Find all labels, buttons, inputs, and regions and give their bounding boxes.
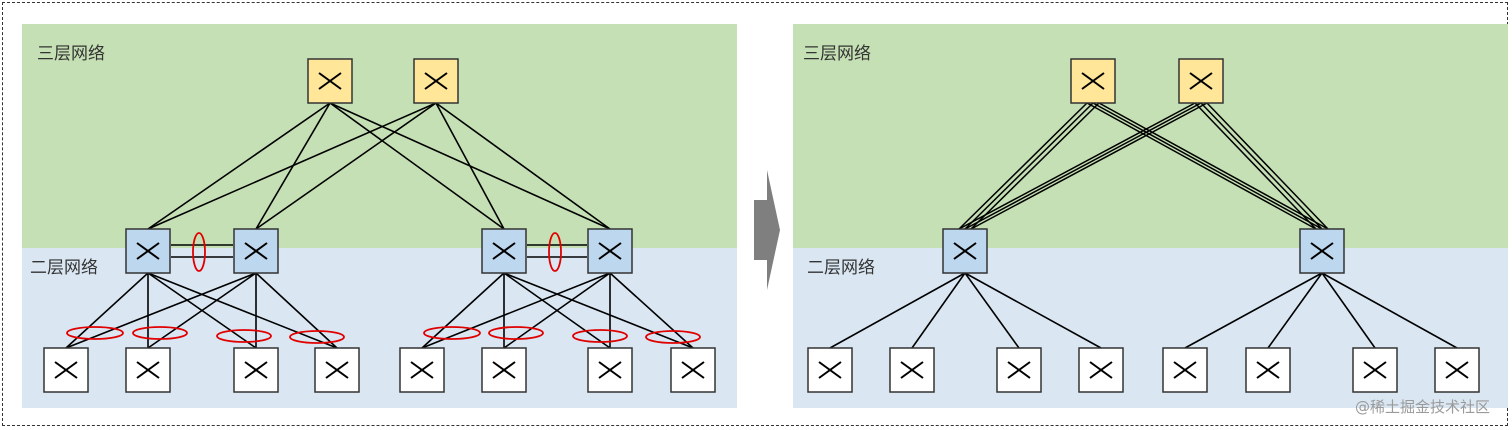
access-switch (670, 347, 716, 393)
access-bundle-ellipse (423, 326, 481, 340)
access-bundle-ellipse (488, 326, 544, 340)
left-layer3-zone (22, 24, 737, 248)
left-bundle-ellipses (66, 232, 701, 344)
x-cross-switch-icon (492, 242, 516, 260)
peer-bundle-ellipse (548, 232, 562, 272)
access-switch (1434, 347, 1480, 393)
access-bundle-ellipse (645, 330, 701, 344)
aggregation-switch (587, 228, 633, 274)
x-cross-switch-icon (492, 361, 516, 379)
core-switch (1178, 58, 1224, 104)
access-switch (1245, 347, 1291, 393)
x-cross-switch-icon (953, 242, 977, 260)
access-switch (233, 347, 279, 393)
x-cross-switch-icon (136, 361, 160, 379)
x-cross-switch-icon (1189, 72, 1213, 90)
x-cross-switch-icon (598, 361, 622, 379)
left-peer-links (171, 244, 587, 258)
left-layer3-label: 三层网络 (37, 44, 105, 64)
x-cross-switch-icon (136, 242, 160, 260)
right-layer3-zone (793, 24, 1508, 248)
left-layer2-label: 二层网络 (30, 258, 98, 278)
access-bundle-ellipse (132, 326, 188, 340)
access-bundle-ellipse (572, 329, 628, 343)
access-switch (1078, 347, 1124, 393)
aggregation-switch (1299, 228, 1345, 274)
x-cross-switch-icon (681, 361, 705, 379)
aggregation-switch (233, 228, 279, 274)
right-layer2-label: 二层网络 (807, 258, 875, 278)
x-cross-switch-icon (54, 361, 78, 379)
peer-bundle-ellipse (192, 232, 206, 272)
right-core-links (958, 102, 1329, 230)
x-cross-switch-icon (424, 72, 448, 90)
x-cross-switch-icon (1445, 361, 1469, 379)
access-switch (587, 347, 633, 393)
x-cross-switch-icon (900, 361, 924, 379)
x-cross-switch-icon (1173, 361, 1197, 379)
x-cross-switch-icon (1256, 361, 1280, 379)
aggregation-switch (942, 228, 988, 274)
left-switches (43, 58, 716, 393)
left-access-links (65, 272, 694, 349)
access-switch (125, 347, 171, 393)
access-switch (481, 347, 527, 393)
core-switch (307, 58, 353, 104)
access-switch (399, 347, 445, 393)
x-cross-switch-icon (244, 361, 268, 379)
x-cross-switch-icon (818, 361, 842, 379)
left-panel: 三层网络 二层网络 (22, 24, 737, 408)
access-switch (43, 347, 89, 393)
core-switch (413, 58, 459, 104)
right-access-links (829, 272, 1458, 349)
x-cross-switch-icon (318, 72, 342, 90)
access-switch (996, 347, 1042, 393)
right-panel: 三层网络 二层网络 (793, 24, 1508, 408)
right-layer3-label: 三层网络 (803, 44, 871, 64)
x-cross-switch-icon (1310, 242, 1334, 260)
right-switches (807, 58, 1480, 393)
access-switch (1352, 347, 1398, 393)
x-cross-switch-icon (1089, 361, 1113, 379)
x-cross-switch-icon (1363, 361, 1387, 379)
aggregation-switch (481, 228, 527, 274)
access-switch (314, 347, 360, 393)
aggregation-switch (125, 228, 171, 274)
access-bundle-ellipse (216, 329, 272, 343)
watermark-text: @稀土掘金技术社区 (1355, 398, 1490, 416)
access-bundle-ellipse (66, 326, 124, 340)
x-cross-switch-icon (244, 242, 268, 260)
left-core-links (147, 102, 611, 230)
transition-arrow-icon (754, 170, 780, 290)
access-switch (889, 347, 935, 393)
x-cross-switch-icon (325, 361, 349, 379)
x-cross-switch-icon (1007, 361, 1031, 379)
access-bundle-ellipse (289, 330, 345, 344)
access-switch (807, 347, 853, 393)
x-cross-switch-icon (410, 361, 434, 379)
x-cross-switch-icon (1081, 72, 1105, 90)
access-switch (1162, 347, 1208, 393)
x-cross-switch-icon (598, 242, 622, 260)
core-switch (1070, 58, 1116, 104)
